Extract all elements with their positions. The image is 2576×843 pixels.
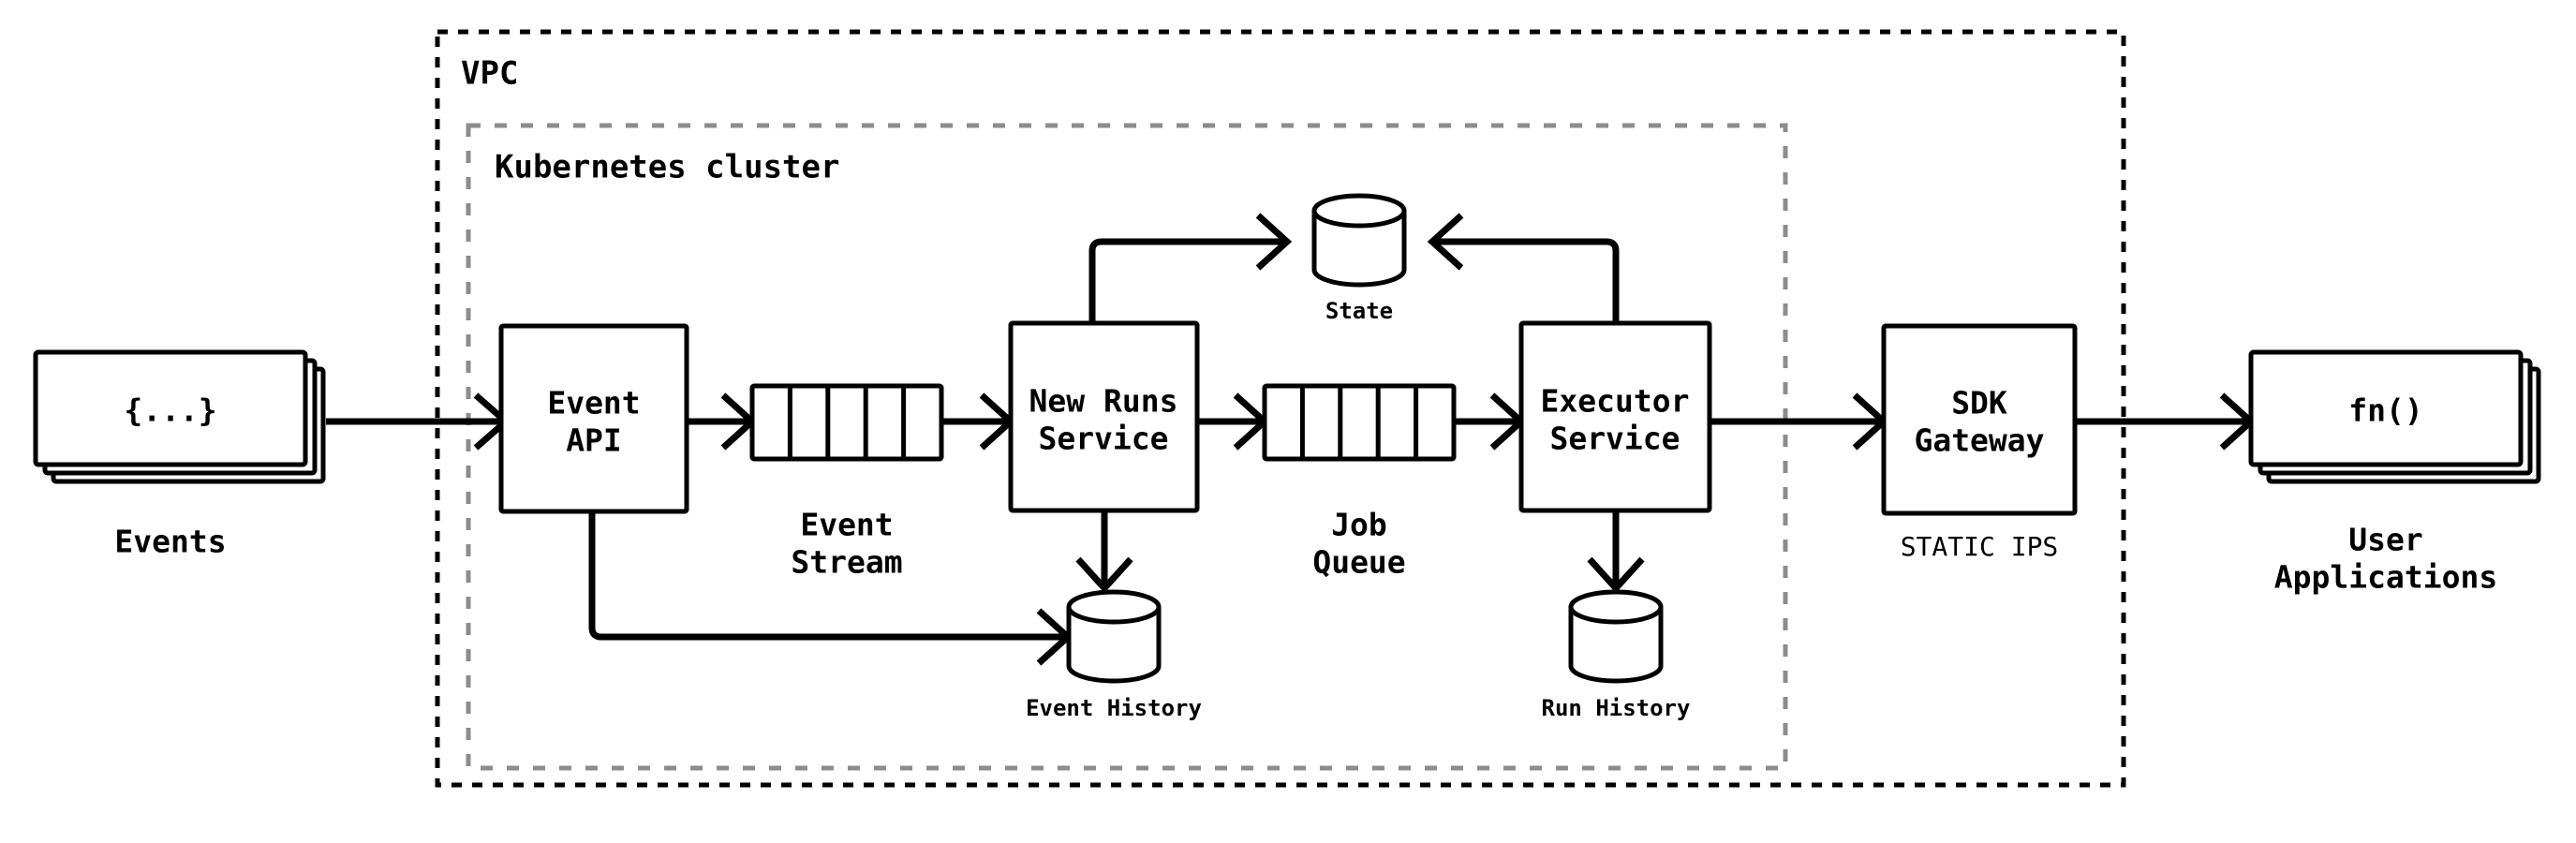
edge-new-runs-to-job-queue	[1197, 392, 1270, 451]
event-stream-caption-line2: Stream	[791, 544, 902, 581]
vpc-zone-label: VPC	[461, 55, 518, 93]
node-state[interactable]	[1311, 193, 1407, 288]
node-events[interactable]: {...}	[33, 349, 326, 484]
event-stream-queue-body	[749, 383, 944, 462]
edge-new-runs-to-state	[1088, 213, 1293, 323]
node-user-applications[interactable]: fn()	[2248, 349, 2541, 484]
sdk-gateway-box	[1881, 323, 2078, 516]
node-job-queue[interactable]	[1262, 383, 1457, 462]
edge-executor-to-sdk-gateway	[1710, 392, 1889, 451]
sdk-gateway-label-line2: Gateway	[1914, 422, 2044, 459]
run-history-cylinder-body	[1568, 604, 1664, 684]
user-apps-label: fn()	[2348, 392, 2422, 429]
event-history-cylinder-body	[1066, 604, 1162, 684]
edge-new-runs-to-event-history	[1075, 510, 1133, 594]
executor-service-box	[1518, 320, 1712, 513]
vpc-zone-boundary	[435, 29, 2126, 788]
sdk-gateway-label-line1: SDK	[1951, 385, 2007, 422]
edge-sdk-gateway-to-user-apps	[2075, 392, 2257, 451]
job-queue-body	[1262, 383, 1457, 462]
executor-service-label-line1: Executor	[1541, 383, 1690, 420]
node-event-api[interactable]: Event API	[498, 323, 689, 514]
event-api-label-line1: Event	[547, 385, 640, 422]
event-api-box	[498, 323, 689, 514]
event-stream-caption-line1: Event	[800, 507, 893, 543]
sdk-gateway-caption: STATIC IPS	[1901, 531, 2059, 562]
run-history-caption: Run History	[1542, 695, 1691, 721]
event-history-cylinder-top	[1066, 589, 1162, 625]
edge-job-queue-to-executor	[1454, 392, 1527, 451]
new-runs-service-box	[1008, 320, 1200, 513]
events-stack-front	[33, 349, 308, 467]
job-queue-caption-line2: Queue	[1312, 544, 1405, 581]
user-apps-caption-line2: Applications	[2274, 559, 2497, 596]
kubernetes-zone-boundary	[466, 123, 1788, 771]
events-label: {...}	[124, 392, 216, 429]
node-sdk-gateway[interactable]: SDK Gateway	[1881, 323, 2078, 516]
executor-service-label-line2: Service	[1549, 421, 1680, 457]
event-api-label-line2: API	[566, 422, 622, 459]
new-runs-service-label-line1: New Runs	[1029, 383, 1178, 420]
node-new-runs-service[interactable]: New Runs Service	[1008, 320, 1200, 513]
state-cylinder-body	[1311, 208, 1407, 288]
user-apps-caption-line1: User	[2348, 522, 2422, 558]
node-run-history[interactable]	[1568, 589, 1664, 684]
edge-executor-to-run-history	[1587, 510, 1645, 594]
edge-event-stream-to-new-runs	[941, 392, 1016, 451]
node-event-stream[interactable]	[749, 383, 944, 462]
edge-event-api-to-event-stream	[687, 392, 758, 451]
edge-executor-to-state	[1427, 213, 1620, 323]
state-cylinder-top	[1311, 193, 1407, 229]
state-caption: State	[1325, 298, 1393, 324]
node-event-history[interactable]	[1066, 589, 1162, 684]
run-history-cylinder-top	[1568, 589, 1664, 625]
kubernetes-zone-label: Kubernetes cluster	[495, 149, 839, 186]
edge-events-to-event-api	[326, 392, 511, 451]
events-caption: Events	[114, 524, 226, 560]
node-executor-service[interactable]: Executor Service	[1518, 320, 1712, 513]
user-apps-stack-front	[2248, 349, 2524, 467]
job-queue-caption-line1: Job	[1331, 507, 1387, 543]
event-history-caption: Event History	[1026, 695, 1202, 721]
new-runs-service-label-line2: Service	[1038, 421, 1168, 457]
